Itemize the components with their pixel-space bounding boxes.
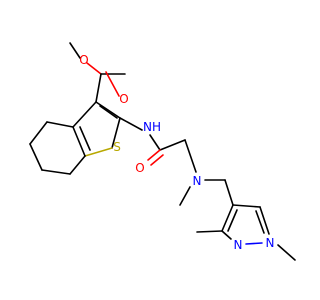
bond-pz-n1-n2 bbox=[245, 242, 263, 245]
bond-ch2-n bbox=[184, 139, 197, 173]
pyrazole-n1-label: N bbox=[266, 236, 275, 250]
thiophene-s-label: S bbox=[113, 140, 121, 154]
pyrazole-n2-label: N bbox=[234, 238, 243, 252]
bond-pz-c3-c4 bbox=[221, 204, 234, 232]
amide-nh-label: NH bbox=[143, 120, 161, 134]
bond-pz-c3-me bbox=[196, 230, 223, 233]
bond-pz-c4-c5 bbox=[232, 204, 261, 208]
structure-svg: O O NH S O N N N bbox=[29, 42, 296, 261]
bond-ester-ring bbox=[95, 73, 102, 103]
bond-co-ch2 bbox=[159, 139, 186, 151]
bond-thio-c2-s bbox=[111, 117, 121, 149]
bond-nh-co bbox=[149, 134, 161, 151]
bond-pz-c5-n1 bbox=[259, 206, 270, 235]
amide-o-label: O bbox=[135, 161, 144, 175]
ester-o-methyl-label: O bbox=[79, 53, 88, 67]
bond-amide-co-double bbox=[150, 154, 164, 166]
bond-c7a-c3a bbox=[72, 126, 86, 157]
bond-ch2-pz bbox=[224, 179, 234, 206]
bond-cy-5 bbox=[69, 155, 86, 175]
bond-cy-2 bbox=[29, 121, 48, 145]
bond-pz-c5-n1-double bbox=[255, 210, 265, 234]
bond-n-me bbox=[179, 186, 191, 206]
bond-c3a-c3 bbox=[72, 101, 97, 128]
bond-o-carbonylc bbox=[86, 62, 102, 75]
bond-cy-3 bbox=[29, 143, 43, 171]
bond-thio-c3-c2 bbox=[95, 101, 121, 119]
bond-pz-c3-c4-double bbox=[227, 209, 238, 232]
bond-methyl-o bbox=[69, 42, 81, 59]
bond-pz-n1-me bbox=[277, 244, 296, 261]
bond-ester-double bbox=[105, 71, 120, 97]
bond-cy-1 bbox=[46, 121, 74, 128]
bond-amide-co bbox=[147, 149, 161, 161]
bond-c2-nh bbox=[119, 117, 143, 131]
bond-s-c7a bbox=[84, 147, 113, 157]
bond-cy-4 bbox=[41, 169, 71, 175]
bond-c7a-c3a-double bbox=[79, 126, 91, 151]
bond-thio-c3-c2-double bbox=[99, 105, 118, 119]
molecule-diagram: O O NH S O N N N bbox=[29, 42, 296, 261]
bond-pz-n2-c3 bbox=[221, 230, 232, 240]
ester-o-carbonyl-label: O bbox=[119, 92, 128, 106]
amine-n-label: N bbox=[193, 174, 202, 188]
